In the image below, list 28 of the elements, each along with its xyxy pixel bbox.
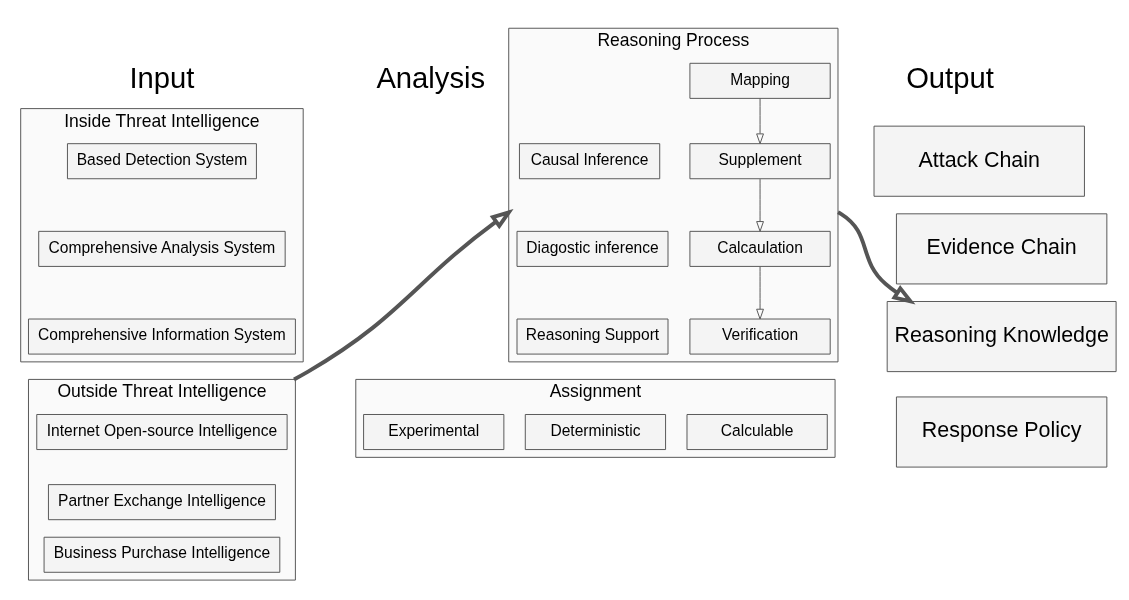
label: Input — [129, 62, 195, 95]
node-box: Evidence Chain — [895, 213, 1108, 285]
label: Analysis — [376, 62, 486, 95]
node-box: Reasoning Support — [516, 318, 669, 355]
arrow — [756, 97, 764, 145]
node-box: Internet Open-source Intelligence — [36, 414, 288, 451]
node-box: Verification — [689, 318, 831, 355]
label: Output — [906, 62, 994, 95]
node-box: Supplement — [689, 143, 831, 180]
arrow — [293, 209, 514, 382]
node-box: Comprehensive Information System — [28, 318, 296, 355]
node-box: Based Detection System — [66, 143, 257, 180]
node-box: Deterministic — [524, 414, 667, 451]
arrow — [756, 178, 764, 232]
node-box: Business Purchase Intelligence — [43, 536, 281, 573]
node-box: Causal Inference — [518, 143, 661, 180]
arrow — [837, 210, 916, 305]
node-box: Diagostic inference — [516, 230, 669, 267]
arrow — [756, 266, 764, 320]
node-box: Attack Chain — [873, 125, 1085, 197]
node-box: Response Policy — [895, 396, 1108, 468]
node-box: Reasoning Knowledge — [886, 301, 1117, 373]
node-box: Calculable — [686, 414, 828, 451]
node-box: Mapping — [689, 62, 831, 99]
node-box: Comprehensive Analysis System — [38, 230, 286, 267]
node-box: Experimental — [363, 414, 505, 451]
node-box: Partner Exchange Intelligence — [47, 484, 276, 521]
node-box: Calcaulation — [689, 230, 831, 267]
